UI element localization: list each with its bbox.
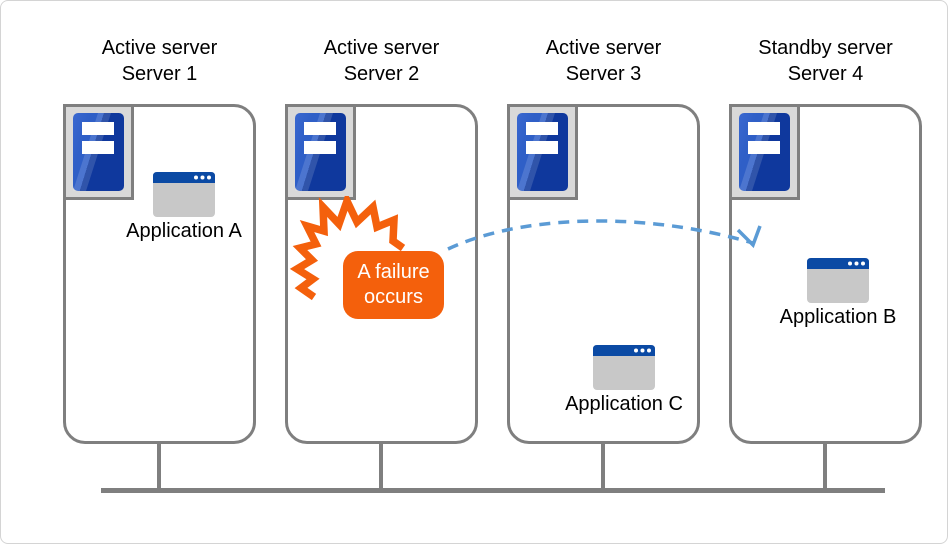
server1-tower-server-icon	[63, 104, 134, 200]
network-stub-server2	[379, 441, 383, 493]
network-stub-server1	[157, 441, 161, 493]
server3-label: Active server Server 3	[507, 35, 700, 87]
network-stub-server4	[823, 441, 827, 493]
application-a-label: Application A	[126, 220, 242, 242]
application-b-label: Application B	[779, 306, 897, 328]
failure-callout-text: A failure occurs	[357, 261, 430, 308]
application-c-label: Application C	[565, 393, 683, 415]
server4-tower-server-icon	[729, 104, 800, 200]
server3-tower-server-icon	[507, 104, 578, 200]
server1-name: Server 1	[121, 63, 198, 85]
server3-role: Active server	[545, 37, 662, 59]
application-c-window-icon	[593, 345, 655, 390]
failure-callout: A failure occurs	[343, 251, 444, 319]
application-a-window-icon	[153, 172, 215, 217]
network-stub-server3	[601, 441, 605, 493]
network-bus-line	[101, 488, 885, 493]
explosion-burst-icon	[289, 196, 406, 301]
server2-label: Active server Server 2	[285, 35, 478, 87]
server2-tower-server-icon	[285, 104, 356, 200]
server4-name: Server 4	[787, 63, 864, 85]
server4-label: Standby server Server 4	[729, 35, 922, 87]
application-b-window-icon	[807, 258, 869, 303]
server3-name: Server 3	[565, 63, 642, 85]
server4-role: Standby server	[758, 37, 893, 59]
server1-role: Active server	[101, 37, 218, 59]
server2-name: Server 2	[343, 63, 420, 85]
server2-role: Active server	[323, 37, 440, 59]
server1-label: Active server Server 1	[63, 35, 256, 87]
